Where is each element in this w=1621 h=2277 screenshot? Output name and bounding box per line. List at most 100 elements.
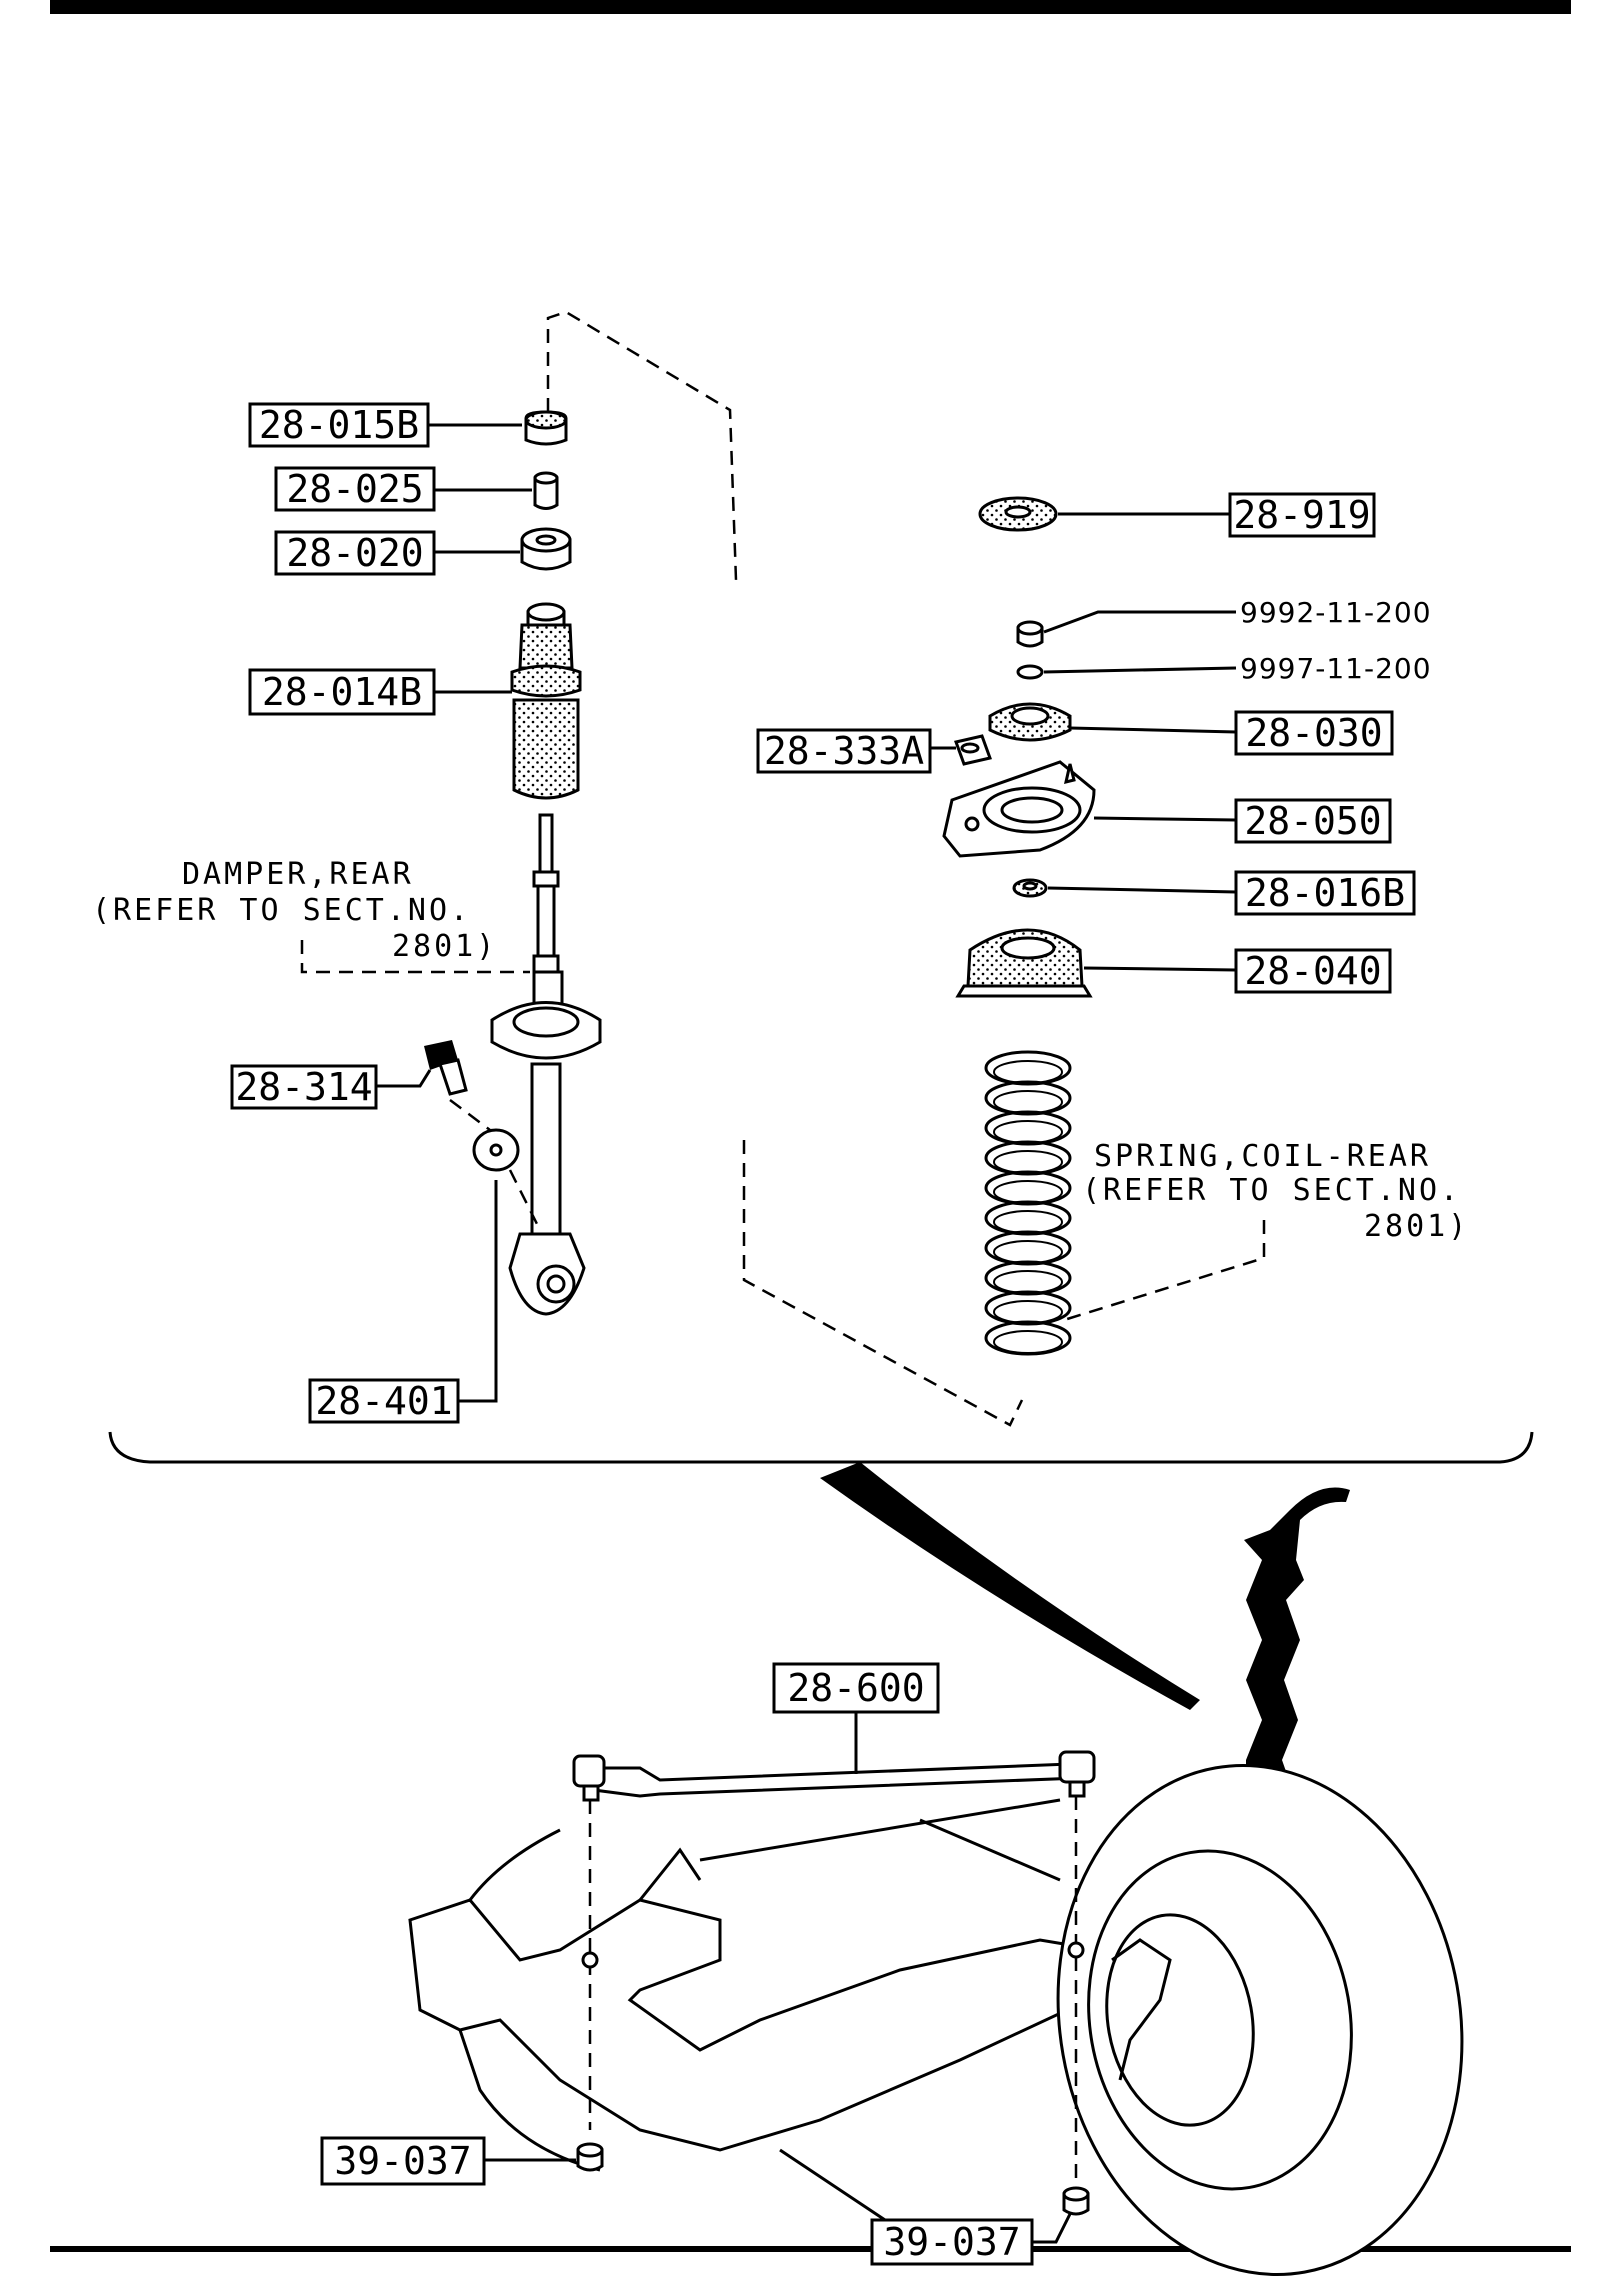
rear-wheel: [1056, 1764, 1464, 2276]
spring-coil-inner: [993, 1060, 1063, 1084]
washer-part-9997-11-200: [1016, 664, 1044, 680]
svg-text:28-015B: 28-015B: [259, 403, 419, 447]
nut-part-9992-11-200: [1016, 620, 1044, 648]
coil-spring: [984, 1050, 1072, 1356]
spring-coil-turn: [984, 1050, 1072, 1086]
rear-axle-housing: [408, 1798, 1112, 2232]
label-28-014B: 28-014B: [248, 668, 436, 716]
svg-text:28-030: 28-030: [1245, 711, 1382, 755]
leader-9992: [1043, 610, 1236, 634]
label-28-050: 28-050: [1234, 798, 1392, 844]
spring-coil-inner: [993, 1240, 1063, 1264]
damper-note-line3: 2801): [392, 929, 497, 964]
label-28-040: 28-040: [1234, 948, 1392, 994]
damper-leader: [300, 940, 530, 974]
label-28-015B: 28-015B: [248, 402, 430, 448]
shock-absorber: [490, 813, 602, 1316]
spring-coil-inner: [993, 1270, 1063, 1294]
svg-text:28-040: 28-040: [1244, 949, 1381, 993]
spring-coil-turn: [984, 1230, 1072, 1266]
leader-9997: [1043, 666, 1237, 674]
leader-28-040: [1083, 966, 1237, 972]
dust-boot-part-28-014B: [510, 602, 582, 800]
nut-part-28-333A: [954, 734, 992, 766]
spring-coil-inner: [993, 1090, 1063, 1114]
bound-stopper-part-28-015B: [524, 410, 568, 446]
leader-28-401: [458, 1180, 498, 1403]
svg-text:28-050: 28-050: [1244, 799, 1381, 843]
spring-coil-inner: [993, 1120, 1063, 1144]
callout-sweep: [820, 1462, 1200, 1710]
spring-coil-turn: [984, 1320, 1072, 1356]
spring-coil-inner: [993, 1180, 1063, 1204]
leader-28-030: [1069, 726, 1237, 734]
spring-note-line1: SPRING,COIL-REAR: [1094, 1139, 1431, 1174]
svg-text:28-014B: 28-014B: [262, 670, 422, 714]
leader-28-050: [1093, 816, 1237, 822]
label-28-314: 28-314: [230, 1064, 378, 1110]
nut-39-037-right: [1062, 2186, 1090, 2216]
label-28-020: 28-020: [274, 530, 436, 576]
spring-coil-turn: [984, 1170, 1072, 1206]
insulator-part-28-919: [978, 496, 1058, 532]
spring-note-line2: (REFER TO SECT.NO.: [1082, 1173, 1461, 1208]
bushing-part-28-020: [520, 527, 572, 571]
right-mount-hole: [1067, 1941, 1085, 1959]
spring-coil-inner: [993, 1330, 1063, 1354]
svg-text:28-600: 28-600: [787, 1666, 924, 1710]
washer: [472, 1128, 520, 1172]
damper-assembly-guide: [546, 310, 738, 581]
spring-coil-inner: [993, 1300, 1063, 1324]
leader-39-037-right: [1032, 2213, 1072, 2244]
svg-text:39-037: 39-037: [883, 2220, 1020, 2264]
spring-coil-turn: [984, 1200, 1072, 1236]
spring-assembly-guide: [742, 1140, 1024, 1427]
svg-text:28-020: 28-020: [286, 531, 423, 575]
spring-note-line3: 2801): [1364, 1209, 1469, 1244]
spring-coil-turn: [984, 1080, 1072, 1116]
bottom-rule: [50, 2246, 1571, 2252]
spring-seat-part-28-040: [955, 928, 1093, 998]
label-28-600: 28-600: [772, 1662, 940, 1714]
spring-coil-turn: [984, 1110, 1072, 1146]
label-28-030: 28-030: [1234, 710, 1394, 756]
bolt-to-shock-guide: [449, 1099, 542, 1231]
spring-coil-inner: [993, 1210, 1063, 1234]
label-28-919: 28-919: [1228, 492, 1376, 538]
leader-28-016B: [1047, 886, 1237, 894]
damper-note-line2: (REFER TO SECT.NO.: [92, 893, 471, 928]
spacer-part-28-025: [533, 471, 559, 510]
svg-text:28-025: 28-025: [286, 467, 423, 511]
lateral-rod-part-28-600: [572, 1750, 1096, 1802]
mount-plate-part-28-050: [942, 760, 1096, 858]
left-mount-hole: [581, 1951, 599, 1969]
label-28-333A: 28-333A: [756, 728, 932, 774]
svg-text:28-016B: 28-016B: [1245, 871, 1405, 915]
spring-coil-turn: [984, 1140, 1072, 1176]
svg-text:28-314: 28-314: [235, 1065, 372, 1109]
top-rule: [50, 0, 1571, 14]
spring-coil-inner: [993, 1150, 1063, 1174]
svg-text:39-037: 39-037: [334, 2139, 471, 2183]
damper-note-line1: DAMPER,REAR: [182, 857, 414, 892]
bolt-part-28-314: [424, 1040, 468, 1096]
label-39-037-right: 39-037: [870, 2218, 1034, 2266]
label-39-037-left: 39-037: [320, 2136, 486, 2186]
nut-39-037-left: [576, 2142, 604, 2172]
spring-coil-turn: [984, 1260, 1072, 1296]
svg-text:28-919: 28-919: [1233, 493, 1370, 537]
label-28-025: 28-025: [274, 466, 436, 512]
label-9997-11-200: 9997-11-200: [1240, 652, 1432, 685]
svg-text:28-333A: 28-333A: [764, 729, 924, 773]
label-28-401: 28-401: [308, 1378, 460, 1424]
exploded-view-bracket: [108, 1431, 1534, 1464]
label-9992-11-200: 9992-11-200: [1240, 596, 1432, 629]
spring-coil-turn: [984, 1290, 1072, 1326]
svg-text:28-401: 28-401: [315, 1379, 452, 1423]
spring-leader: [1063, 1220, 1266, 1322]
bushing-part-28-016B: [1012, 878, 1048, 898]
leader-28-314: [376, 1069, 432, 1088]
mount-rubber-part-28-030: [988, 702, 1072, 742]
label-28-016B: 28-016B: [1234, 870, 1416, 916]
